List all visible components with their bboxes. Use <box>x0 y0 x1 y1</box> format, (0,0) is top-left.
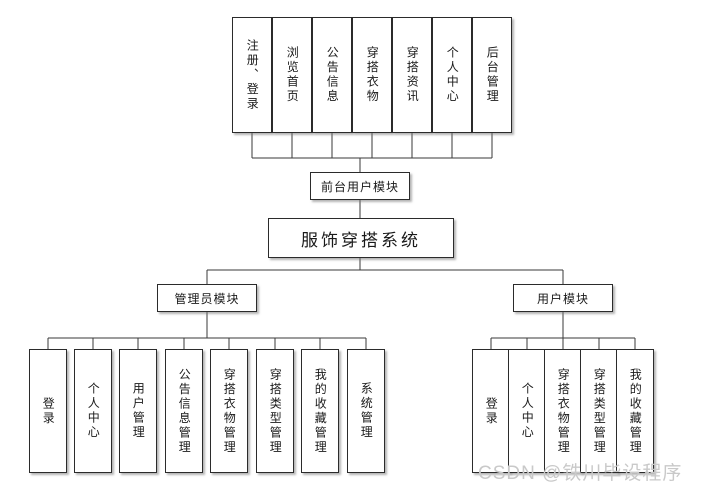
frontend-item-label: 个人中心 <box>445 46 460 104</box>
admin-item-label: 公告信息管理 <box>177 367 192 455</box>
user-item-label: 我的收藏管理 <box>628 367 643 455</box>
frontend-item-label: 注册、登录 <box>245 38 260 112</box>
admin-item-4[interactable]: 穿搭衣物管理 <box>210 349 248 473</box>
user-group-box[interactable]: 用户模块 <box>513 284 613 312</box>
admin-item-label: 系统管理 <box>359 382 374 440</box>
frontend-item-2[interactable]: 公告信息 <box>312 17 352 133</box>
frontend-item-label: 浏览首页 <box>285 46 300 104</box>
frontend-group-box[interactable]: 前台用户模块 <box>310 172 410 200</box>
user-item-label: 登录 <box>484 396 499 426</box>
frontend-item-label: 穿搭衣物 <box>365 46 380 104</box>
csdn-watermark: CSDN @铁川毕设程序 <box>478 463 683 484</box>
user-item-3[interactable]: 穿搭类型管理 <box>580 349 618 473</box>
admin-item-label: 穿搭衣物管理 <box>222 367 237 455</box>
user-item-label: 个人中心 <box>520 382 535 440</box>
frontend-item-1[interactable]: 浏览首页 <box>272 17 312 133</box>
admin-item-1[interactable]: 个人中心 <box>74 349 112 473</box>
user-item-1[interactable]: 个人中心 <box>508 349 546 473</box>
frontend-item-label: 后台管理 <box>485 46 500 104</box>
root-system-box[interactable]: 服饰穿搭系统 <box>268 218 454 258</box>
admin-group-label: 管理员模块 <box>174 291 240 306</box>
frontend-group-label: 前台用户模块 <box>320 179 399 194</box>
user-item-label: 穿搭类型管理 <box>592 367 607 455</box>
user-item-2[interactable]: 穿搭衣物管理 <box>544 349 582 473</box>
frontend-item-6[interactable]: 后台管理 <box>472 17 512 133</box>
admin-item-label: 用户管理 <box>131 382 146 440</box>
frontend-item-4[interactable]: 穿搭资讯 <box>392 17 432 133</box>
admin-item-3[interactable]: 公告信息管理 <box>165 349 203 473</box>
frontend-item-label: 穿搭资讯 <box>405 46 420 104</box>
frontend-item-5[interactable]: 个人中心 <box>432 17 472 133</box>
frontend-item-0[interactable]: 注册、登录 <box>232 17 272 133</box>
frontend-item-label: 公告信息 <box>325 46 340 104</box>
admin-item-label: 穿搭类型管理 <box>268 367 283 455</box>
admin-item-2[interactable]: 用户管理 <box>119 349 157 473</box>
admin-group-box[interactable]: 管理员模块 <box>157 284 257 312</box>
admin-item-label: 个人中心 <box>86 382 101 440</box>
admin-item-label: 我的收藏管理 <box>313 367 328 455</box>
admin-item-label: 登录 <box>41 396 56 426</box>
admin-item-5[interactable]: 穿搭类型管理 <box>256 349 294 473</box>
admin-item-7[interactable]: 系统管理 <box>347 349 385 473</box>
root-system-label: 服饰穿搭系统 <box>301 230 421 250</box>
admin-item-6[interactable]: 我的收藏管理 <box>301 349 339 473</box>
user-item-label: 穿搭衣物管理 <box>556 367 571 455</box>
user-item-0[interactable]: 登录 <box>472 349 510 473</box>
admin-item-0[interactable]: 登录 <box>29 349 67 473</box>
user-group-label: 用户模块 <box>536 291 589 306</box>
user-item-4[interactable]: 我的收藏管理 <box>616 349 654 473</box>
frontend-item-3[interactable]: 穿搭衣物 <box>352 17 392 133</box>
